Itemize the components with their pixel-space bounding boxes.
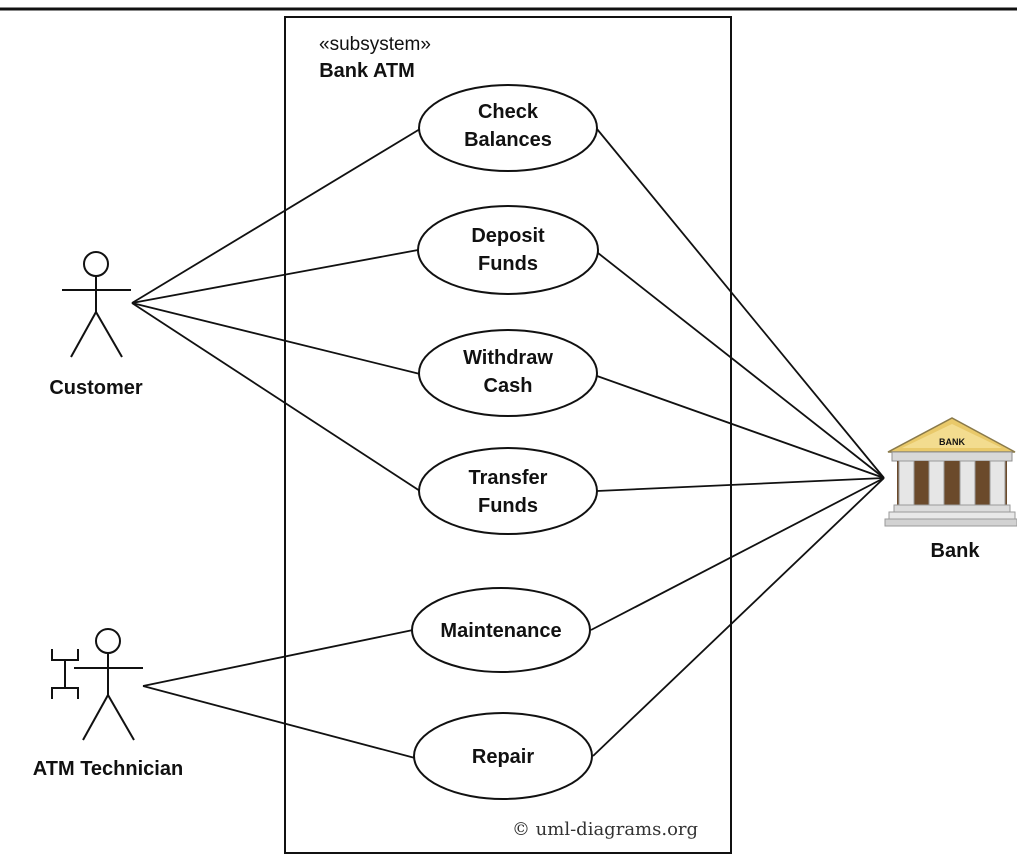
use-case-ellipse bbox=[417, 205, 599, 295]
actor-label: ATM Technician bbox=[33, 758, 183, 780]
use-case-ellipse bbox=[418, 84, 598, 172]
association-customer-withdraw-cash bbox=[131, 302, 421, 375]
association-customer-check-balances bbox=[131, 128, 421, 304]
use-case-label-line1: Withdraw bbox=[463, 347, 553, 369]
use-case-ellipse bbox=[418, 447, 598, 535]
associations bbox=[131, 128, 885, 759]
association-customer-transfer-funds bbox=[131, 302, 421, 492]
use-case-ellipse bbox=[418, 329, 598, 417]
use-case-ellipse bbox=[413, 712, 593, 800]
use-case-withdraw-cash: Withdraw Cash bbox=[418, 329, 598, 417]
use-case-repair: Repair bbox=[413, 712, 593, 800]
actor-label: Customer bbox=[49, 377, 143, 399]
use-case-ellipse bbox=[411, 587, 591, 673]
actor-atm-technician: ATM Technician bbox=[33, 628, 183, 780]
actor-label: Bank bbox=[931, 540, 981, 562]
association-deposit-funds-bank bbox=[597, 252, 885, 479]
use-case-maintenance: Maintenance bbox=[411, 587, 591, 673]
association-maintenance-bank bbox=[590, 477, 885, 631]
use-case-deposit-funds: Deposit Funds bbox=[417, 205, 599, 295]
subsystem-boundary bbox=[284, 16, 732, 854]
association-customer-deposit-funds bbox=[131, 249, 419, 304]
use-case-label-line1: Transfer bbox=[469, 467, 548, 489]
use-case-label-line2: Funds bbox=[478, 253, 538, 275]
copyright-text: © uml-diagrams.org bbox=[512, 819, 698, 840]
bank-building-icon: BANK bbox=[884, 417, 1017, 527]
stick-figure-icon bbox=[62, 251, 131, 358]
actor-customer: Customer bbox=[49, 251, 143, 399]
association-repair-bank bbox=[592, 477, 885, 757]
bank-sign-text: BANK bbox=[939, 437, 965, 447]
stick-figure-with-tools-icon bbox=[51, 628, 143, 741]
use-case-label: Repair bbox=[472, 746, 534, 768]
use-case-label-line1: Deposit bbox=[471, 225, 545, 247]
association-technician-repair bbox=[142, 685, 416, 759]
actor-bank: BANK Bank bbox=[884, 417, 1017, 562]
use-case-label-line2: Balances bbox=[464, 129, 552, 151]
use-case-check-balances: Check Balances bbox=[418, 84, 598, 172]
association-technician-maintenance bbox=[142, 629, 414, 687]
subsystem-name: Bank ATM bbox=[319, 60, 415, 82]
use-case-label-line2: Funds bbox=[478, 495, 538, 517]
subsystem-stereotype: «subsystem» bbox=[319, 34, 431, 55]
association-check-balances-bank bbox=[596, 128, 885, 479]
association-withdraw-cash-bank bbox=[596, 375, 885, 479]
use-case-label: Maintenance bbox=[440, 620, 561, 642]
use-case-label-line1: Check bbox=[478, 101, 539, 123]
use-case-label-line2: Cash bbox=[484, 375, 533, 397]
association-transfer-funds-bank bbox=[596, 477, 885, 492]
use-case-transfer-funds: Transfer Funds bbox=[418, 447, 598, 535]
